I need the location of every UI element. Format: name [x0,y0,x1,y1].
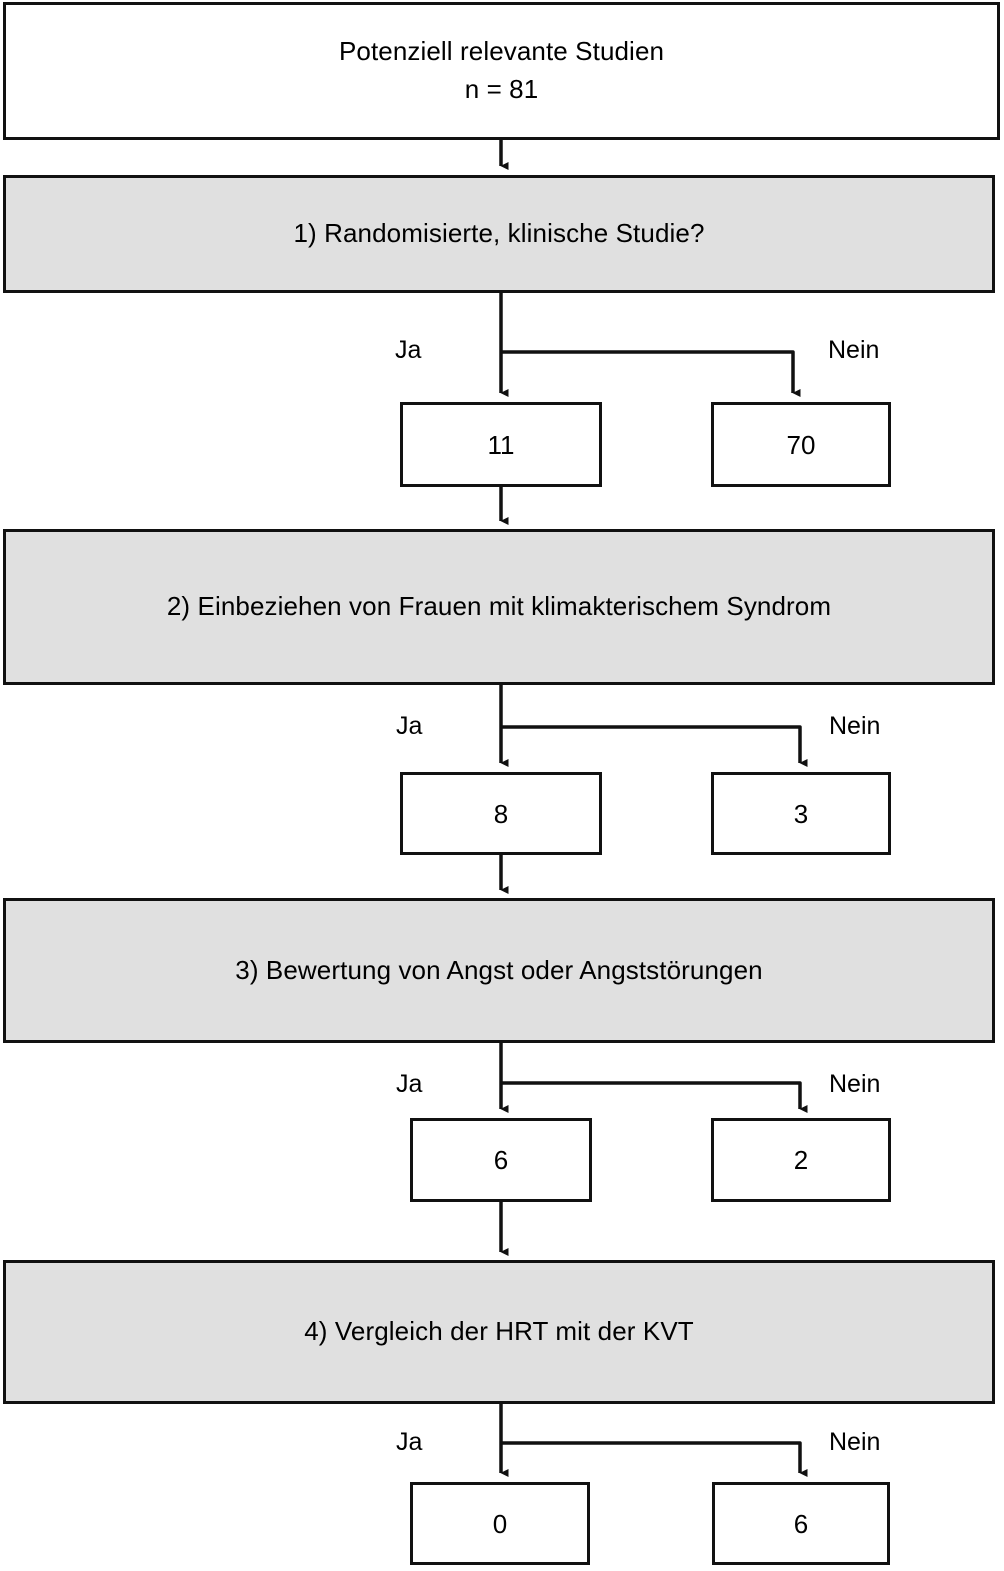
edge-label-1-yes: Ja [395,336,422,364]
node-result-1-no: 70 [711,402,891,487]
node-result-2-no-value: 3 [793,798,809,829]
node-start-title: Potenziell relevante Studien [338,36,665,67]
edge-label-2-yes: Ja [396,712,423,740]
edge-label-3-yes: Ja [396,1070,423,1098]
node-result-1-yes-value: 11 [487,429,515,460]
node-result-4-yes-value: 0 [492,1508,508,1539]
edge-label-2-no: Nein [829,712,881,740]
edge-label-3-no: Nein [829,1070,881,1098]
node-criterion-1: 1) Randomisierte, klinische Studie? [3,175,995,293]
node-result-4-no: 6 [712,1482,890,1565]
node-start: Potenziell relevante Studien n = 81 [3,2,1000,140]
edge-label-1-no: Nein [828,336,880,364]
node-start-count: n = 81 [464,74,539,104]
node-result-3-no-value: 2 [793,1145,809,1175]
node-result-4-yes: 0 [410,1482,590,1565]
node-criterion-1-label: 1) Randomisierte, klinische Studie? [293,218,705,249]
edge-criterion-2-branches [499,685,808,768]
edge-criterion-1-branches [499,293,801,398]
edge-criterion-3-branches [499,1043,808,1114]
node-result-2-yes: 8 [400,772,602,855]
node-criterion-4-label: 4) Vergleich der HRT mit der KVT [304,1316,694,1347]
edge-label-4-yes: Ja [396,1428,423,1456]
node-criterion-3-label: 3) Bewertung von Angst oder Angststörung… [235,954,763,985]
node-result-3-yes-value: 6 [493,1145,509,1175]
node-result-3-no: 2 [711,1118,891,1202]
node-criterion-2: 2) Einbeziehen von Frauen mit klimakteri… [3,529,995,685]
node-criterion-2-label: 2) Einbeziehen von Frauen mit klimakteri… [166,591,832,622]
node-result-1-yes: 11 [400,402,602,487]
node-result-3-yes: 6 [410,1118,592,1202]
edge-label-4-no: Nein [829,1428,881,1456]
node-result-4-no-value: 6 [793,1508,809,1539]
node-criterion-3: 3) Bewertung von Angst oder Angststörung… [3,898,995,1043]
node-result-2-yes-value: 8 [493,798,509,829]
node-start-text: Potenziell relevante Studien n = 81 [325,33,678,108]
edge-criterion-4-branches [499,1404,808,1478]
node-result-1-no-value: 70 [786,429,816,460]
node-criterion-4: 4) Vergleich der HRT mit der KVT [3,1260,995,1404]
node-result-2-no: 3 [711,772,891,855]
